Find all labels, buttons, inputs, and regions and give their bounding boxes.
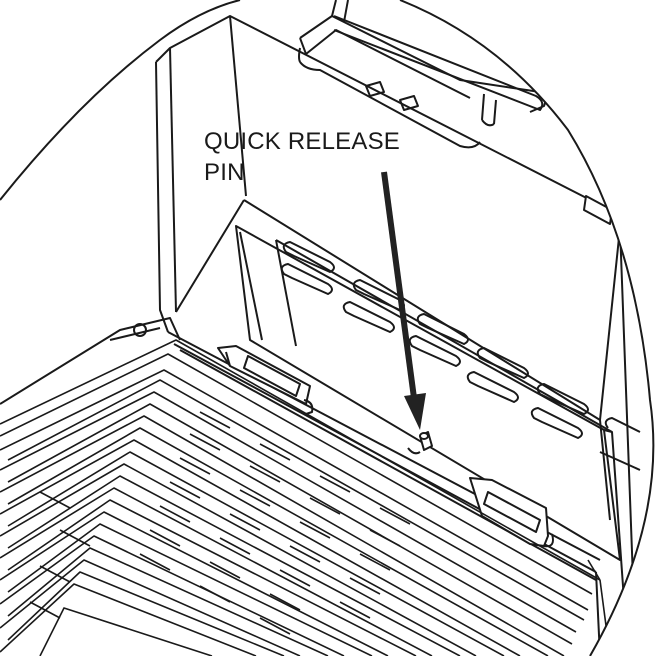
callout-label: QUICK RELEASE PIN [204, 126, 400, 188]
right-hinge [469, 477, 554, 548]
lid-handle [298, 0, 547, 149]
cooking-grate [0, 339, 611, 656]
callout-line-2: PIN [204, 159, 245, 186]
grill-box-wall [595, 429, 629, 656]
grill-lid [155, 15, 637, 656]
quick-release-pin-icon [407, 431, 433, 455]
down-arrow-icon [381, 171, 426, 430]
detail-circle-boundary [399, 0, 655, 656]
left-hinge [217, 345, 314, 415]
callout-line-1: QUICK RELEASE [204, 128, 400, 155]
grill-corner [0, 317, 181, 405]
